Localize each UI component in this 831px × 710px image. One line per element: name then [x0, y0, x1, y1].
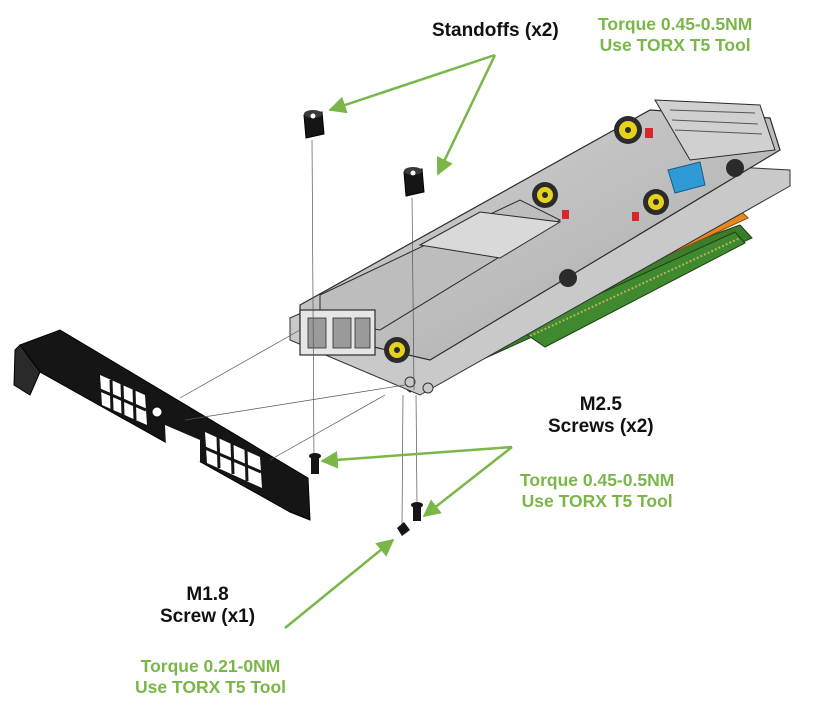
- standoff: [403, 167, 425, 197]
- edge-connector-fingers: [518, 231, 746, 348]
- m18-arrow: [284, 538, 395, 629]
- heatsink-screw: [384, 337, 410, 363]
- callout-arrows: [284, 53, 513, 629]
- standoff-arrow: [328, 53, 496, 114]
- m18-screw-label: M1.8 Screw (x1): [160, 584, 256, 628]
- heatsink-screw: [532, 182, 569, 219]
- standoffs-label: Standoffs (x2): [432, 20, 559, 41]
- m25-screw: [411, 502, 423, 521]
- m25-screw: [309, 453, 321, 474]
- pcie-card: [289, 99, 791, 396]
- m25-screws-label: M2.5 Screws (x2): [548, 394, 654, 438]
- m25-arrow: [320, 445, 513, 469]
- pcie-mounting-bracket: [13, 329, 311, 521]
- m25-arrow: [422, 446, 513, 518]
- qsfp-ports: [299, 309, 376, 356]
- m25-torque-label: Torque 0.45-0.5NM Use TORX T5 Tool: [520, 470, 675, 511]
- heatsink-screw: [614, 116, 653, 144]
- rear-bracket-cage: [654, 99, 776, 161]
- m18-torque-label: Torque 0.21-0NM Use TORX T5 Tool: [135, 656, 287, 697]
- heatsink-screw: [726, 159, 744, 177]
- m18-screw: [397, 522, 410, 536]
- heatsink-screw: [559, 269, 577, 287]
- standoff: [303, 110, 325, 139]
- standoffs-torque-label: Torque 0.45-0.5NM Use TORX T5 Tool: [598, 14, 753, 55]
- assembly-guide-lines: [179, 139, 418, 526]
- heatsink-screw: [632, 189, 669, 221]
- standoff-arrow: [436, 54, 497, 176]
